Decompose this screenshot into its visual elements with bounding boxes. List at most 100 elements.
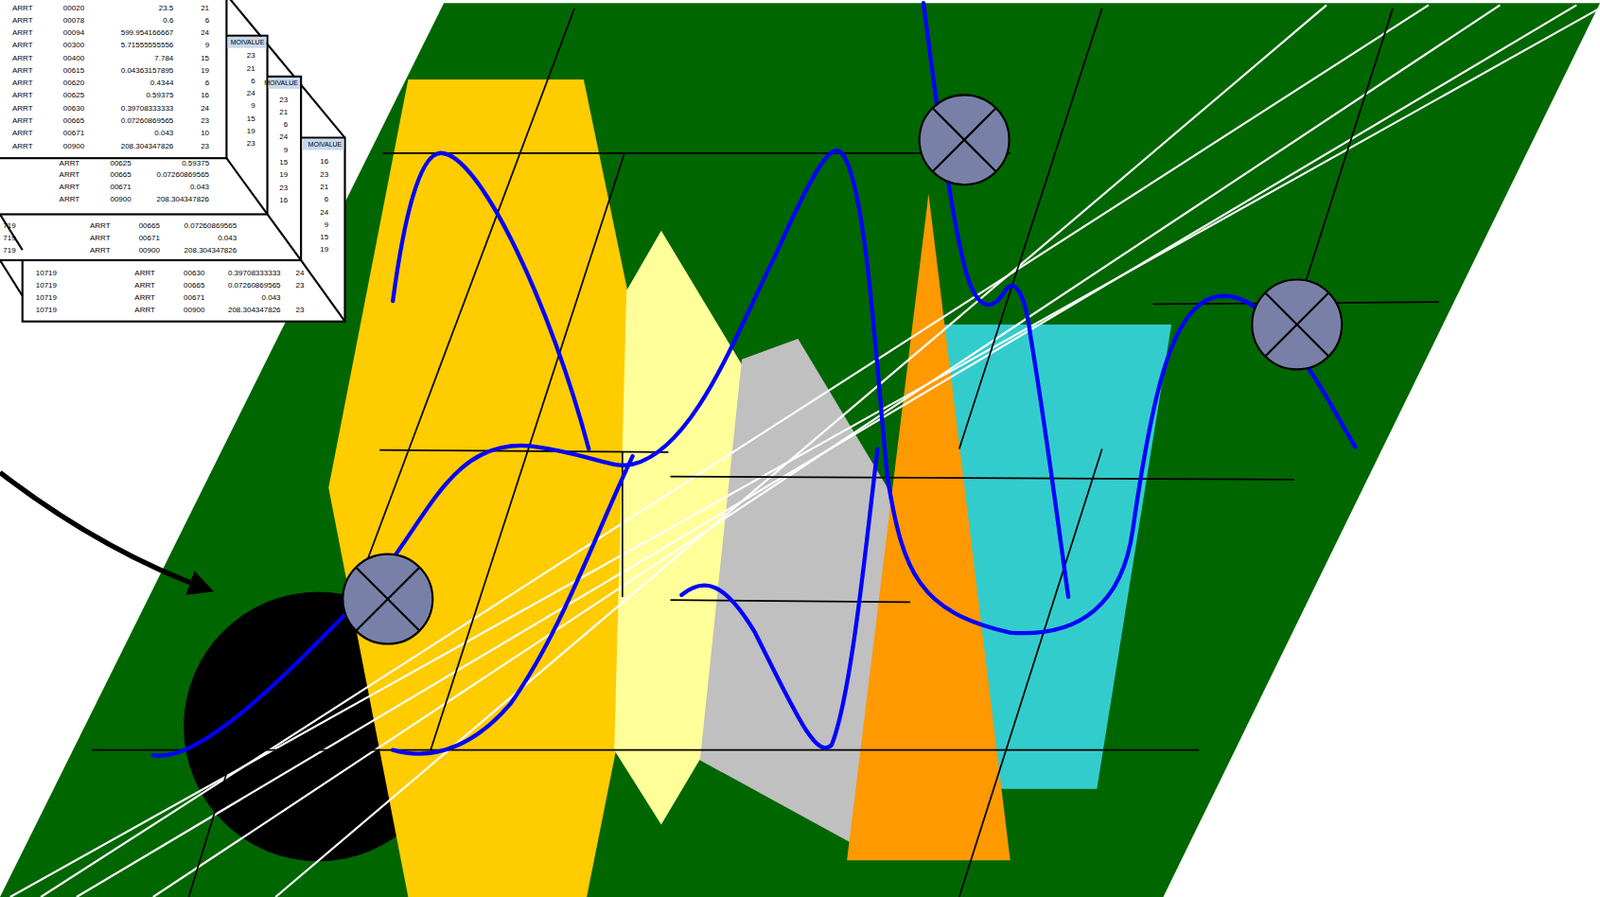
table-cell: 6 (324, 195, 329, 204)
table-cell: 00300 (63, 41, 85, 50)
table-cell: 23.5 (158, 4, 175, 13)
table-cell: ARRT (12, 54, 34, 63)
table-cell: 599.954166667 (121, 29, 175, 37)
table-cell: 24 (295, 269, 304, 278)
table-cell: 00671 (109, 183, 131, 192)
table-cell: 23 (246, 140, 256, 148)
table-cell: 0.07260869565 (184, 222, 238, 230)
table-stack (0, 0, 346, 322)
table-cell: 24 (200, 105, 210, 113)
table-cell: 00078 (63, 17, 85, 25)
table-cell: 719 (2, 222, 16, 230)
table-cell: 0.4344 (150, 79, 174, 88)
table-cell: 00630 (183, 269, 205, 278)
table-cell: 208.304347826 (121, 142, 175, 151)
table-cell: ARRT (134, 294, 156, 302)
table-cell: 0.07260869565 (121, 117, 175, 125)
table-cell: 0.07260869565 (228, 281, 282, 290)
table-cell: ARRT (134, 281, 156, 290)
table-cell: ARRT (59, 195, 81, 204)
table-cell: 00665 (183, 281, 205, 290)
table-cell: ARRT (12, 105, 34, 113)
table-cell: 00620 (63, 79, 85, 88)
table-cell: ARRT (89, 246, 111, 255)
table-cell: 5.71555555556 (121, 41, 175, 50)
table-cell: 0.043 (217, 234, 237, 243)
table-cell: 00665 (139, 222, 160, 230)
table-cell: 00094 (63, 29, 85, 37)
table-cell: 00625 (109, 159, 131, 168)
table-cell: 10 (200, 129, 210, 138)
table-cell: 719 (2, 234, 16, 243)
table-cell: 00671 (183, 294, 205, 302)
table-cell: 21 (200, 4, 210, 13)
table-cell: ARRT (134, 306, 156, 315)
table-cell: 21 (319, 183, 329, 192)
table-cell: 24 (200, 29, 210, 37)
table-cell: 15 (200, 54, 210, 63)
table-cell: 00665 (63, 117, 85, 125)
table-cell: 0.39708333333 (228, 269, 282, 278)
table-cell: 00671 (139, 234, 160, 243)
table-cell: ARRT (12, 79, 34, 88)
table-cell: 10719 (35, 269, 57, 278)
table-headers (227, 36, 344, 151)
table-cell: MOIVALUE (263, 79, 299, 87)
cross-circles (342, 94, 1342, 644)
table-cell: 6 (205, 17, 210, 25)
table-cell: 21 (246, 65, 256, 73)
table-cell: 23 (246, 52, 256, 60)
table-cell: 208.304347826 (184, 246, 238, 255)
table-cell: ARRT (134, 269, 156, 278)
table-cell: 16 (319, 158, 329, 166)
table-cell: 21 (279, 108, 288, 117)
table-cell: 6 (205, 79, 210, 88)
yellow-hexagon (328, 79, 669, 897)
table-cell: ARRT (12, 91, 34, 100)
table-cell: 19 (246, 127, 256, 136)
table-cell: 00665 (109, 171, 131, 179)
table-cell: MOIVALUE (308, 140, 343, 148)
table-cell: 0.07260869565 (156, 171, 210, 179)
table-cell: 719 (2, 246, 16, 255)
table-cell: 10719 (35, 281, 57, 290)
table-cell: 9 (283, 146, 288, 155)
table-cell: 00900 (183, 306, 205, 315)
table-cell: 10719 (35, 294, 57, 302)
table-cell: ARRT (12, 129, 34, 138)
table-cell: 23 (200, 142, 210, 151)
pointer-arrow (0, 472, 210, 590)
table-cell: 0.043 (154, 129, 174, 138)
table-cell: 00671 (63, 129, 85, 138)
table-cell: 15 (279, 158, 288, 167)
table-cell: 00900 (139, 246, 160, 255)
table-cell: 6 (250, 77, 255, 86)
table-cell: ARRT (89, 222, 111, 230)
table-cell: 16 (279, 196, 288, 205)
table-cell: 208.304347826 (156, 195, 210, 204)
table-cell: 00630 (63, 105, 85, 113)
table-cell: 23 (200, 117, 210, 125)
table-cell: 7.784 (154, 54, 174, 63)
table-cell: 9 (205, 41, 210, 50)
table-cell: ARRT (89, 234, 111, 243)
table-cell: 00900 (63, 142, 85, 151)
table-cell: 19 (200, 67, 210, 75)
table-cell: 19 (319, 246, 329, 254)
table-cell: 9 (250, 102, 255, 110)
table-cell: 0.043 (190, 183, 210, 192)
table-cell: 0.39708333333 (121, 105, 175, 113)
table-cell: 10719 (35, 306, 57, 315)
table-cell: 24 (246, 89, 256, 98)
table-cell: 00900 (109, 195, 131, 204)
table-cell: 6 (283, 121, 288, 129)
table-cell: ARRT (12, 117, 34, 125)
table-cell: 16 (200, 91, 210, 100)
table-cell: 208.304347826 (228, 306, 282, 315)
table-cell: 19 (279, 171, 288, 179)
table-cell: 00020 (63, 4, 85, 13)
table-cell: 0.59375 (181, 159, 210, 168)
table-cell: ARRT (59, 159, 81, 168)
table-cell: ARRT (12, 67, 34, 75)
